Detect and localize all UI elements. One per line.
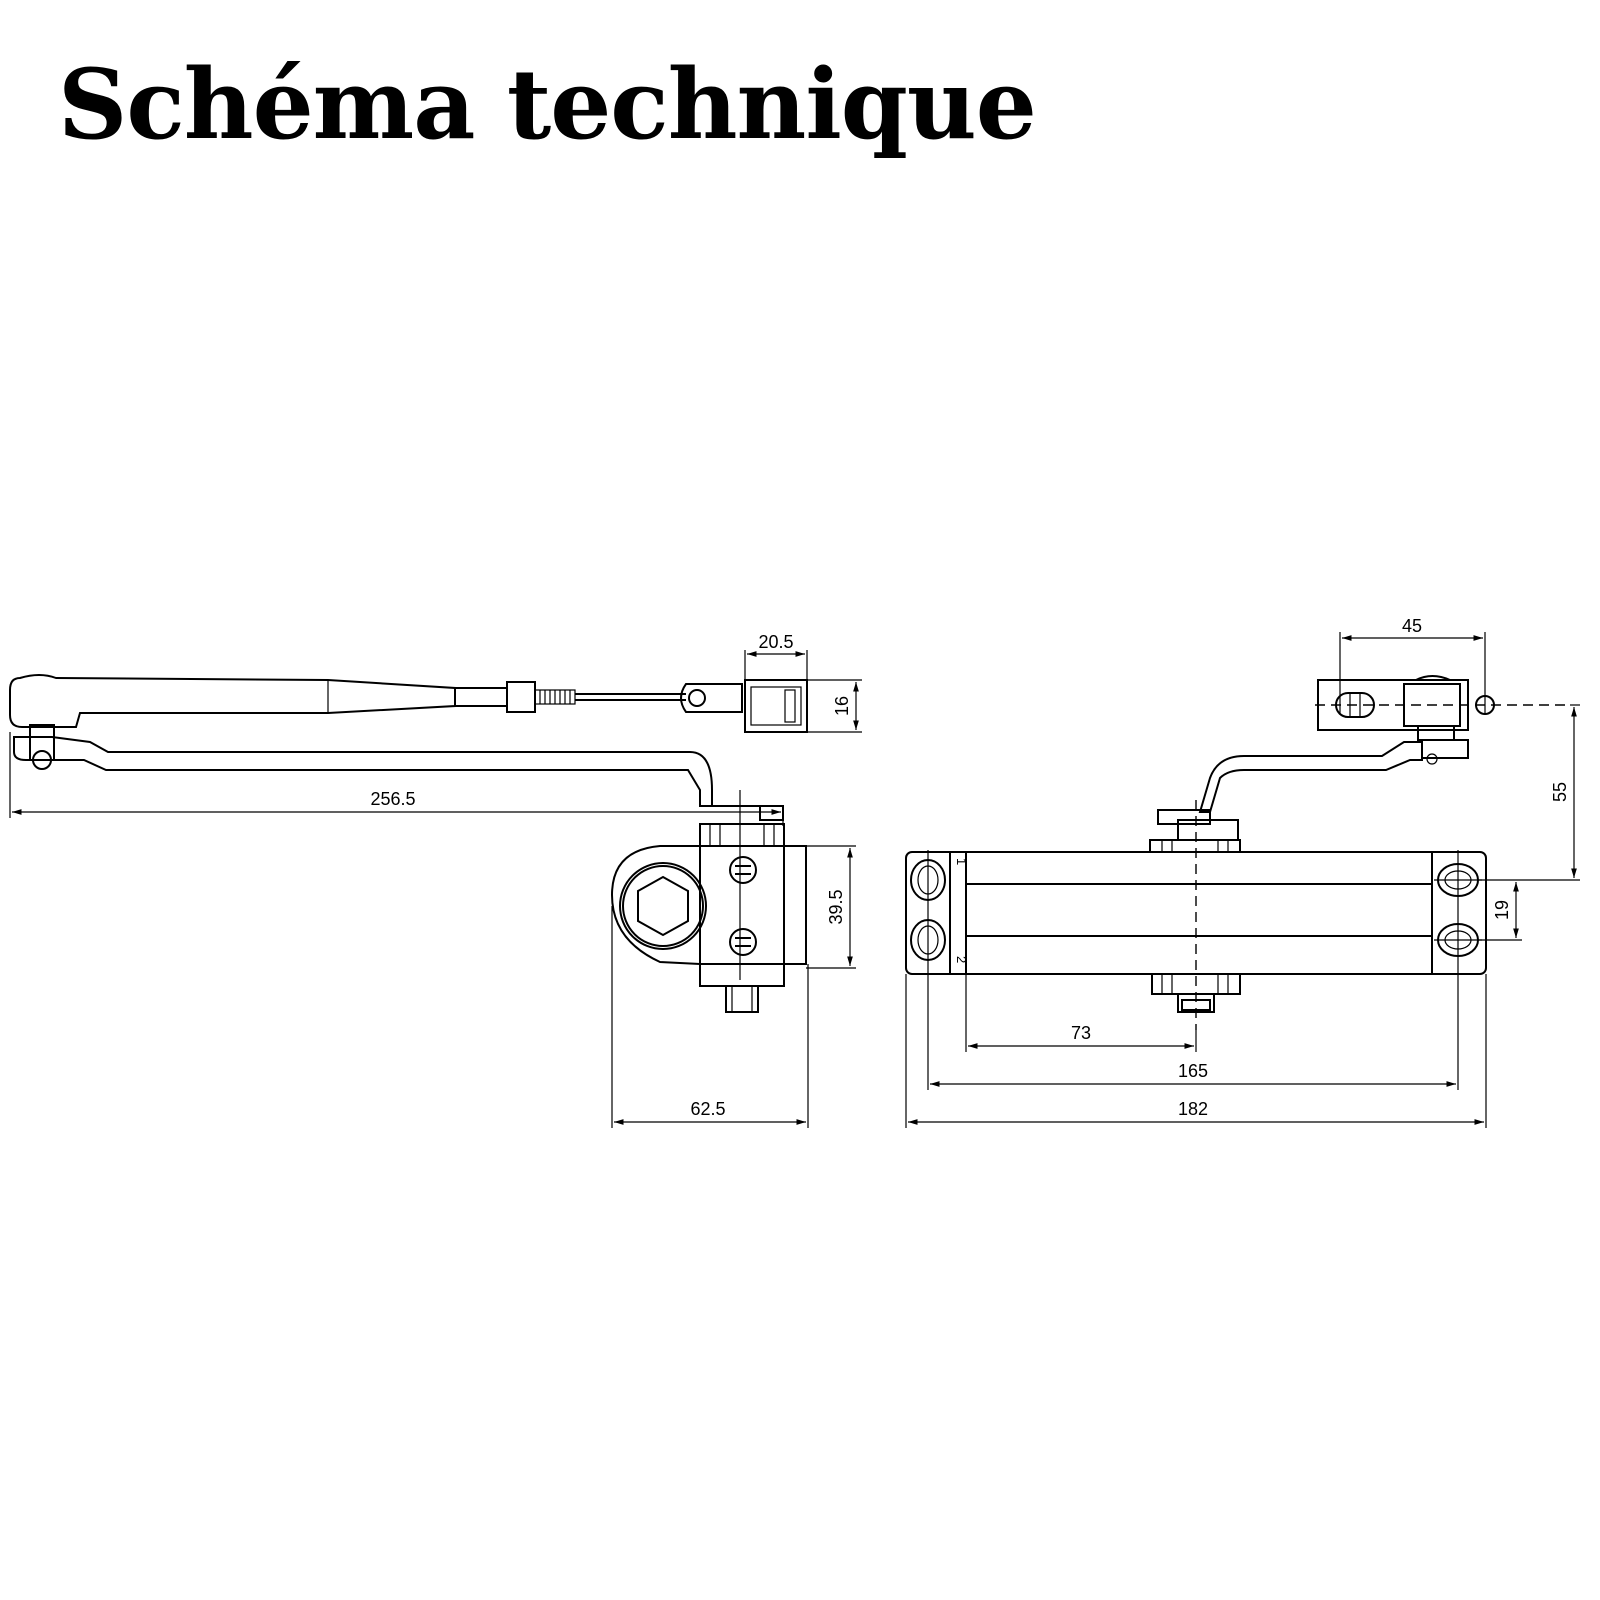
dim-shoe-width: 20.5 xyxy=(758,632,793,652)
dim-shoe-height: 16 xyxy=(832,696,852,716)
dim-pinion-offset: 73 xyxy=(1071,1023,1091,1043)
front-arm xyxy=(1157,741,1423,841)
closer-body-side xyxy=(610,790,807,1013)
forearm xyxy=(13,724,784,821)
dim-total-length: 182 xyxy=(1178,1099,1208,1119)
side-dimensions: 256.5 20.5 16 39.5 62.5 xyxy=(9,632,862,1128)
dim-hole-spacing: 165 xyxy=(1178,1061,1208,1081)
dim-hole-spacing-vertical: 19 xyxy=(1492,900,1512,920)
mounting-bracket xyxy=(1315,675,1570,765)
front-dimensions: 45 55 19 73 165 182 xyxy=(905,616,1580,1128)
main-arm xyxy=(9,674,743,728)
dim-bracket-holes: 45 xyxy=(1402,616,1422,636)
dim-body-height: 39.5 xyxy=(826,889,846,924)
dim-body-depth: 62.5 xyxy=(690,1099,725,1119)
closer-body-front: 1 2 xyxy=(905,800,1487,1030)
hole-label-1: 1 xyxy=(954,858,969,865)
hole-label-2: 2 xyxy=(954,956,969,963)
front-view: 1 2 45 55 19 xyxy=(905,616,1580,1128)
dim-arm-length: 256.5 xyxy=(370,789,415,809)
page-title: Schéma technique xyxy=(58,48,1037,161)
dim-bracket-offset: 55 xyxy=(1550,782,1570,802)
side-view: 256.5 20.5 16 39.5 62.5 xyxy=(9,632,862,1128)
door-shoe xyxy=(744,679,808,733)
